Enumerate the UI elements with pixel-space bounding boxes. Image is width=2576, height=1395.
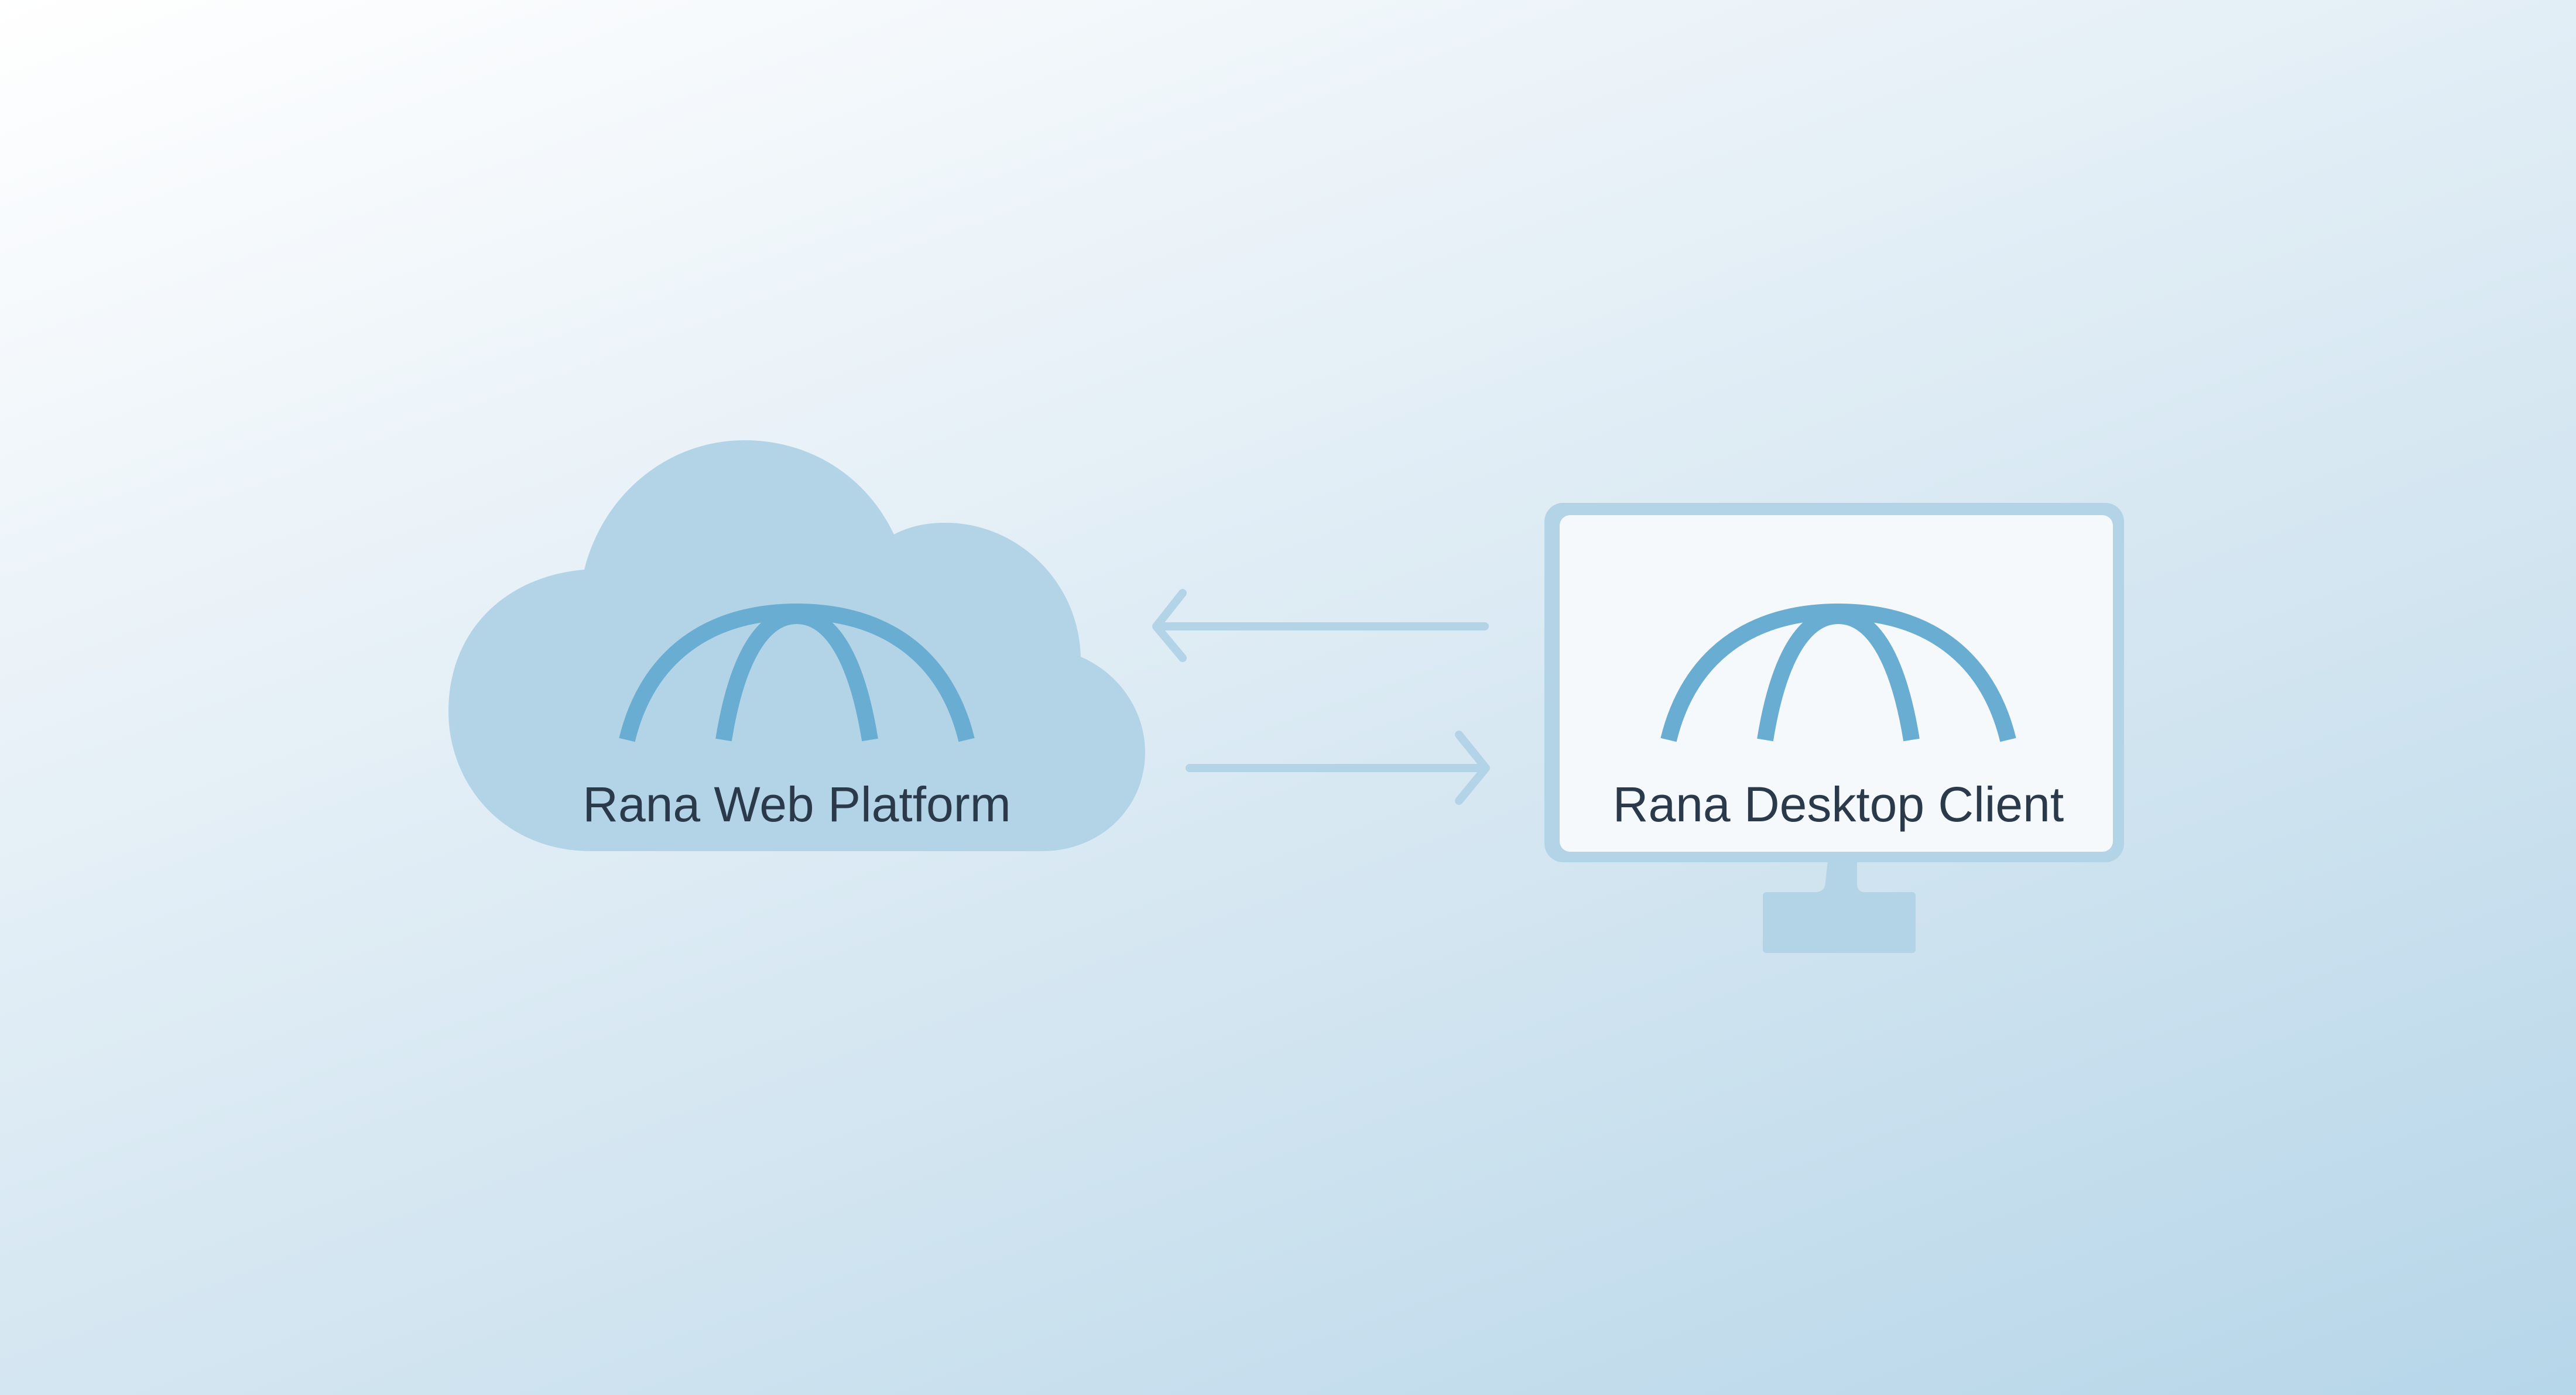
web-platform-node: Rana Web Platform <box>448 440 1145 851</box>
monitor-stand-base <box>1763 892 1916 953</box>
arrow-to-desktop <box>1186 731 1490 805</box>
arrow-left-icon <box>1152 589 1489 662</box>
rana-dome-logo-icon <box>619 603 975 742</box>
arrow-right-icon <box>1186 731 1490 805</box>
arrow-to-web <box>1152 589 1489 662</box>
monitor-stand-neck <box>1815 861 1865 892</box>
desktop-client-label: Rana Desktop Client <box>1613 777 2064 832</box>
cloud-shape <box>448 440 1145 851</box>
monitor-screen <box>1560 515 2113 852</box>
desktop-client-node: Rana Desktop Client <box>1544 503 2124 953</box>
rana-dome-logo-icon <box>1660 603 2016 742</box>
web-platform-label: Rana Web Platform <box>583 777 1010 832</box>
